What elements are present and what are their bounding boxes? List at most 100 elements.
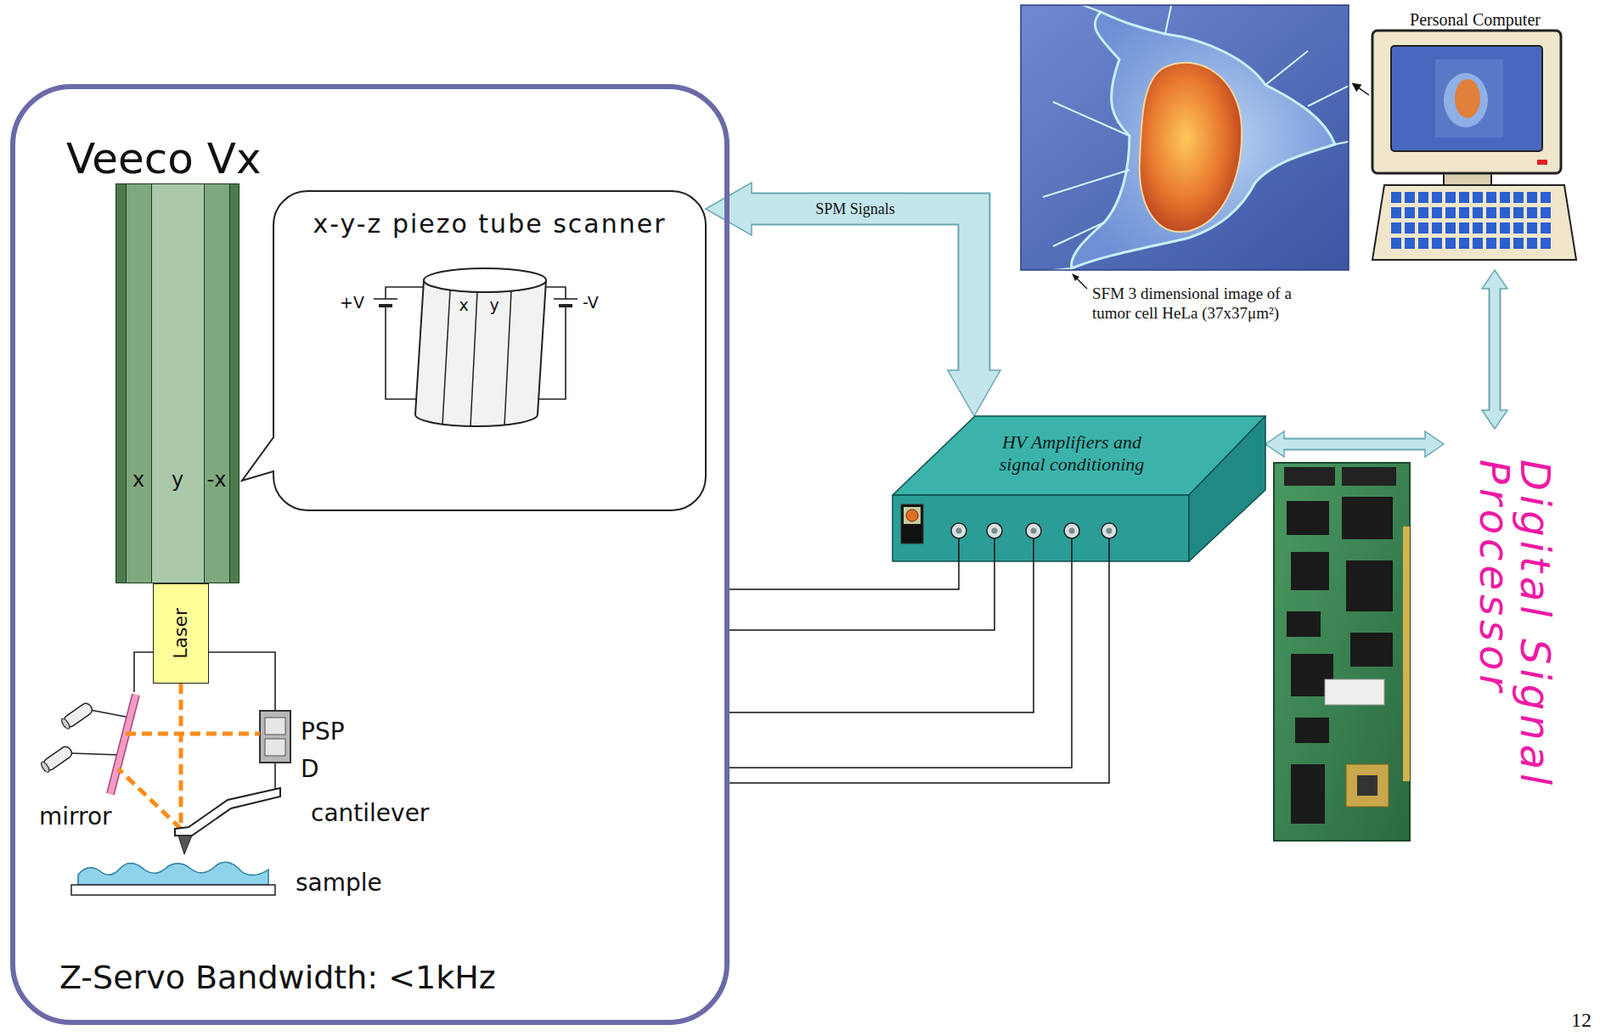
electrode-label: y <box>151 468 204 493</box>
dsp-card-picture <box>1290 552 1330 591</box>
sample <box>71 884 276 896</box>
bandwidth-note: Z-Servo Bandwidth: <1kHz <box>59 959 496 998</box>
connector-stub <box>957 538 960 562</box>
bnc-connector <box>1025 523 1042 539</box>
caption-leader <box>1071 273 1088 289</box>
wire-line <box>729 561 959 590</box>
piezo-tube <box>415 268 547 427</box>
dsp-card-picture <box>1273 462 1410 841</box>
electrode-label: x <box>455 296 473 316</box>
caption-leader <box>1071 273 1080 282</box>
battery-circuit <box>553 298 578 300</box>
piezo-tube <box>442 290 512 427</box>
power-switch <box>906 509 919 522</box>
bnc-connector <box>1064 523 1080 539</box>
wire <box>729 561 995 631</box>
connector-stub <box>993 538 996 562</box>
label-anchor: cantilever <box>310 800 429 828</box>
battery-circuit <box>385 287 424 299</box>
piezo-scanner: xy-x <box>115 183 240 584</box>
label-anchor: -V <box>582 293 599 313</box>
laser-box: Laser <box>152 583 209 684</box>
data-arrow-shaft <box>1281 439 1428 450</box>
computer-picture <box>1372 30 1561 174</box>
electrode-label: x <box>125 468 152 493</box>
label-anchor: mirror <box>39 803 113 831</box>
sample-label: sample <box>295 869 383 897</box>
label-anchor: SPM Signals <box>811 200 899 219</box>
wire-line <box>729 561 1072 768</box>
signal-arrow-shaft <box>749 208 975 373</box>
display-arrow-head <box>1352 83 1362 92</box>
wire <box>729 561 1110 784</box>
laser-beam <box>179 683 184 829</box>
amplifier-box-face <box>1188 416 1266 562</box>
battery-circuit <box>546 287 566 299</box>
computer-picture <box>1372 185 1577 260</box>
mirror-screws <box>39 760 51 774</box>
cell-picture <box>1020 5 1349 271</box>
label-anchor: sample <box>295 869 383 897</box>
computer-picture <box>1537 159 1548 165</box>
cell-picture <box>1139 62 1242 232</box>
battery-circuit <box>538 305 566 400</box>
dsp-card-picture <box>1284 467 1336 486</box>
dsp-label: Digital Signal Processor <box>1474 459 1556 834</box>
data-arrow-head <box>1481 410 1508 429</box>
wire <box>729 561 1072 768</box>
laser-beam <box>125 732 260 737</box>
computer-picture <box>1435 59 1504 138</box>
personal-computer: Personal Computer <box>1369 6 1582 271</box>
dsp-card-picture <box>1350 632 1393 667</box>
callout-outline <box>242 191 706 511</box>
piezo-tube <box>423 268 547 293</box>
laser-beam <box>118 768 181 829</box>
dsp-card-picture <box>1295 717 1330 744</box>
amplifier-label: HV Amplifiers and signal conditioning <box>991 431 1153 477</box>
wire <box>729 561 959 590</box>
cantilever <box>174 788 281 836</box>
cell-picture <box>1034 5 1349 271</box>
computer-picture <box>1389 190 1553 252</box>
amplifier-box-face <box>892 495 1189 562</box>
bnc-connector <box>956 528 963 535</box>
connector-stub <box>1108 538 1110 562</box>
wire-line <box>729 561 995 631</box>
signal-arrow <box>705 182 1001 417</box>
computer-picture <box>1391 45 1543 152</box>
laser-mount <box>208 652 276 711</box>
laser-label: Laser <box>169 608 192 660</box>
battery-circuit <box>385 305 417 400</box>
mirror-screws <box>90 709 130 718</box>
caption-leader <box>1076 278 1088 289</box>
mirror-screws <box>60 717 72 731</box>
power-switch <box>901 504 924 544</box>
callout-title: x-y-z piezo tube scanner <box>313 209 667 240</box>
computer-label: Personal Computer <box>1409 10 1541 30</box>
cantilever-label: cantilever <box>310 800 429 828</box>
detector-label: PSP D <box>300 713 354 789</box>
image-caption: SFM 3 dimensional image of a tumor cell … <box>1092 284 1305 324</box>
voltage-label: -V <box>582 293 599 313</box>
data-arrow <box>1265 431 1444 457</box>
display-arrow-line <box>1357 87 1370 96</box>
label-anchor: PSP D <box>300 713 354 789</box>
label-anchor: 12 <box>1571 1008 1592 1033</box>
mirror-screws <box>39 744 74 774</box>
cell-picture <box>1020 5 1349 271</box>
dsp-card-picture <box>1357 775 1378 796</box>
laser-mount <box>134 652 153 693</box>
data-arrow-shaft <box>1490 286 1500 413</box>
data-arrow-head <box>1265 431 1285 457</box>
dsp-card-picture <box>1341 496 1393 540</box>
bnc-connector <box>951 523 967 539</box>
dsp-card-picture <box>1324 679 1385 705</box>
data-arrow <box>1481 270 1508 429</box>
dsp-card-picture <box>1286 611 1321 637</box>
position-detector <box>264 738 286 756</box>
dsp-card-picture <box>1346 560 1393 612</box>
power-switch <box>903 507 921 524</box>
display-arrow <box>1352 83 1370 96</box>
mirror-screws <box>71 753 120 755</box>
